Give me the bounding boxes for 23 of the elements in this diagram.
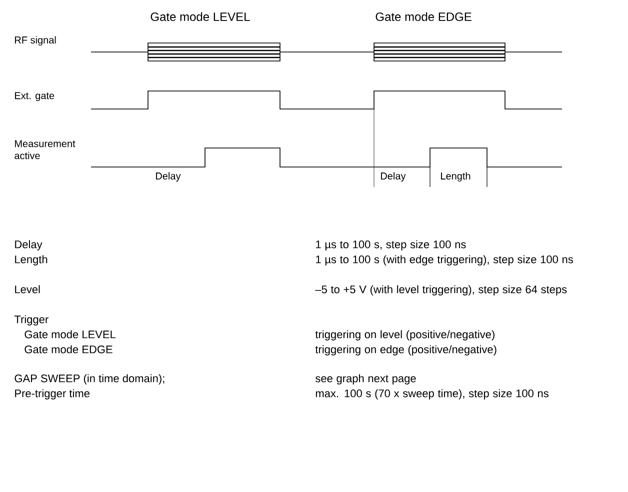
heading: Gate mode EDGE (376, 12, 472, 21)
parameter-value: max. 100 s (70 x sweep time), step size 100 ns (316, 389, 548, 400)
heading: Gate mode LEVEL (150, 12, 250, 21)
parameter-name: Pre-trigger time (15, 389, 90, 400)
parameter-value: triggering on edge (positive/negative) (315, 345, 496, 356)
interval-label: Delay (381, 172, 406, 182)
signal-name: Ext. gate (15, 92, 54, 102)
parameter-value: triggering on level (positive/negative) (315, 330, 494, 340)
parameter-name: Gate mode LEVEL (24, 330, 116, 338)
interval-label: Length (441, 172, 470, 182)
parameter-value: 1 µs to 100 s (with edge triggering), step size 100 ns (316, 255, 573, 266)
interval-label: Delay (156, 172, 181, 182)
signal-name: RF signal (15, 36, 56, 46)
parameter-name: GAP SWEEP (in time domain); (14, 374, 164, 384)
parameter-value: 1 µs to 100 s, step size 100 ns (316, 240, 466, 250)
parameter-name: Trigger (14, 315, 48, 326)
signal-name: Measurement active (14, 140, 76, 160)
parameter-value: see graph next page (316, 374, 416, 384)
parameter-name: Gate mode EDGE (24, 345, 112, 354)
parameter-name: Delay (15, 240, 42, 250)
parameter-name: Length (15, 255, 48, 266)
parameter-value: –5 to +5 V (with level triggering), step size 64 steps (315, 285, 567, 296)
parameter-name: Level (15, 285, 40, 294)
